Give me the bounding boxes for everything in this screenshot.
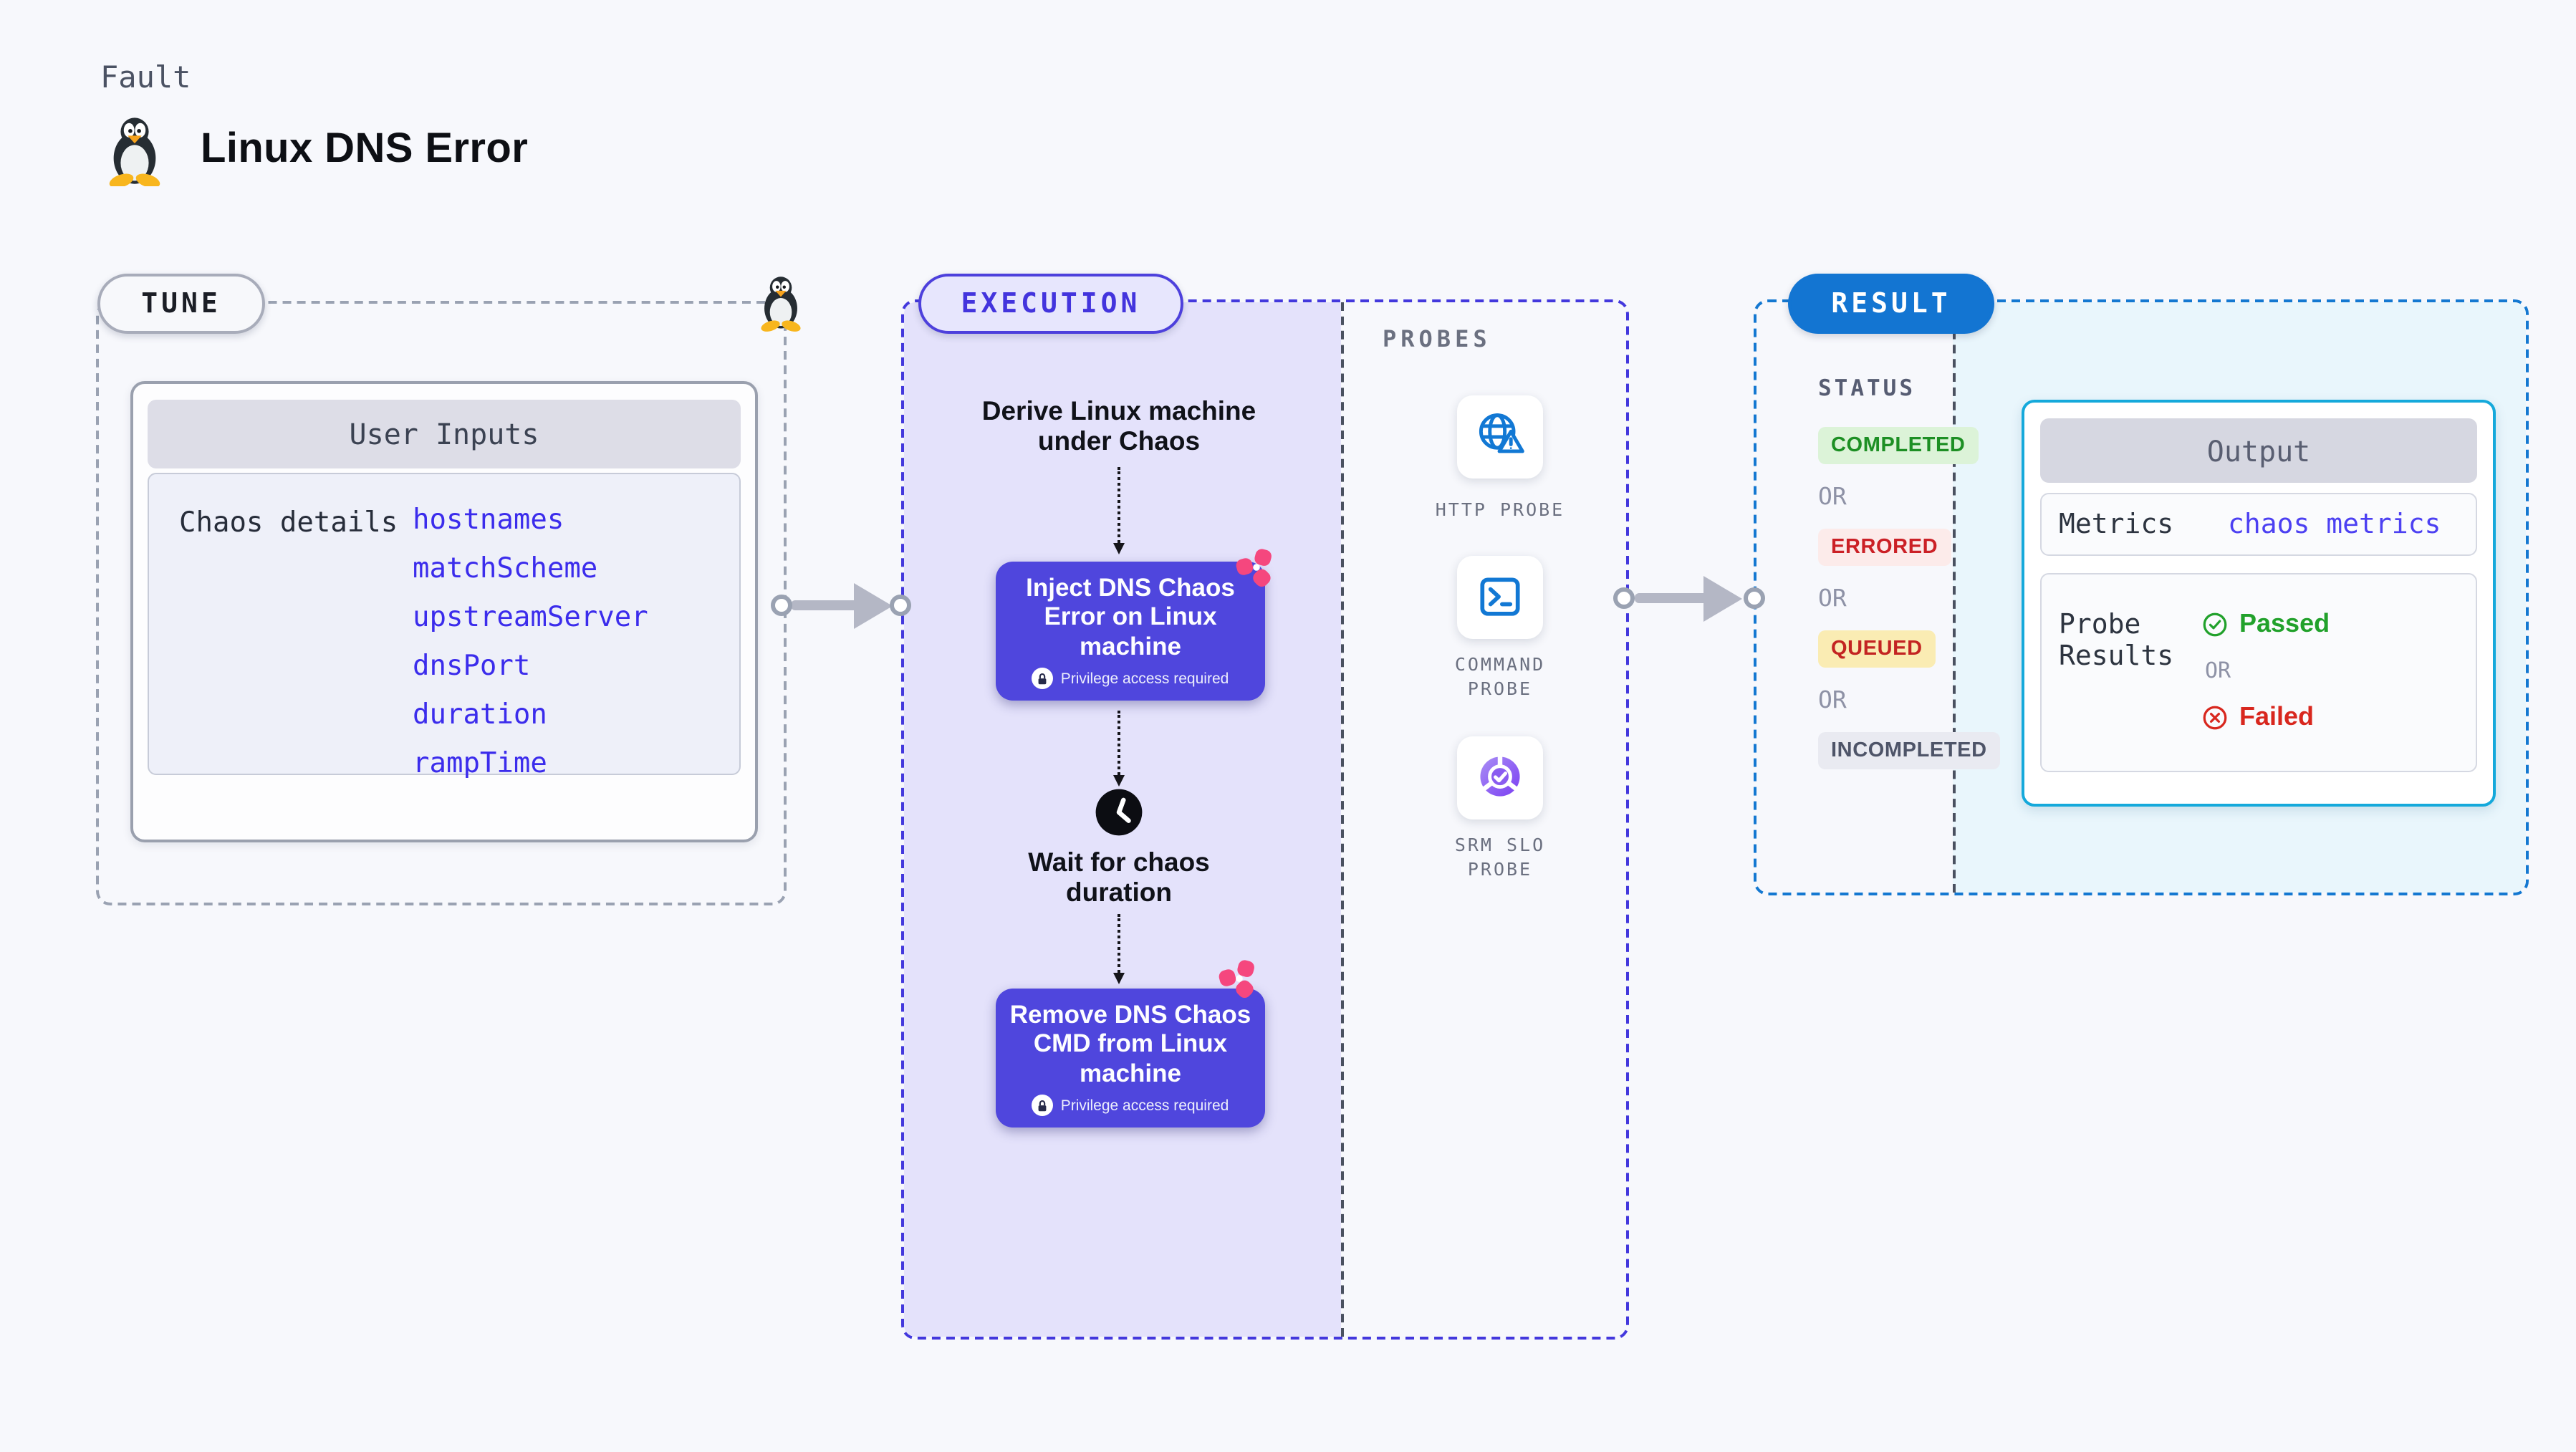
privilege-badge: Privilege access required — [1032, 668, 1229, 690]
http-probe-card[interactable] — [1457, 395, 1543, 479]
flow-arrow-down — [1113, 467, 1125, 554]
status-badge-incompleted: INCOMPLETED — [1818, 732, 2000, 769]
metrics-value-link[interactable]: chaos metrics — [2228, 509, 2441, 540]
page-title: Linux DNS Error — [201, 126, 529, 172]
execution-probes-divider — [1341, 302, 1344, 1337]
chaos-details-box: Chaos details hostnames matchScheme upst… — [148, 473, 741, 777]
probe-results-label: Probe Results — [2059, 609, 2174, 672]
node-inject-label: Inject DNS Chaos Error on Linux machine — [1026, 572, 1235, 660]
srm-slo-probe-label: SRM SLO PROBE — [1454, 834, 1546, 880]
status-output-divider — [1953, 302, 1956, 893]
flow-arrow-down — [1113, 914, 1125, 984]
command-probe-label: COMMAND PROBE — [1454, 653, 1546, 699]
input-link-hostnames[interactable]: hostnames — [413, 503, 564, 536]
chaos-pinwheel-icon — [1219, 960, 1254, 999]
globe-warning-icon — [1479, 413, 1524, 453]
arrow-tune-execution — [791, 600, 860, 610]
arrow-execution-result — [1635, 593, 1709, 603]
check-circle-icon — [2203, 612, 2227, 636]
tune-pill: TUNE — [97, 274, 265, 334]
privilege-badge-label: Privilege access required — [1060, 1097, 1229, 1115]
lock-icon — [1032, 668, 1054, 690]
probe-results-values: Passed OR Failed — [2202, 609, 2330, 732]
srm-slo-probe-card[interactable] — [1457, 736, 1543, 819]
connector-dot — [890, 595, 911, 616]
user-inputs-card: User Inputs Chaos details hostnames matc… — [130, 381, 758, 842]
status-list: COMPLETED OR ERRORED OR QUEUED OR INCOMP… — [1818, 427, 2000, 769]
or-label: OR — [1818, 585, 1847, 612]
flow-arrow-down — [1113, 711, 1125, 787]
input-link-ramptime[interactable]: rampTime — [413, 746, 547, 779]
metrics-row: Metrics chaos metrics — [2040, 493, 2477, 556]
status-badge-queued: QUEUED — [1818, 630, 1936, 668]
step-wait-duration: Wait for chaos duration — [1028, 847, 1210, 906]
privilege-badge-label: Privilege access required — [1060, 670, 1229, 688]
status-badge-errored: ERRORED — [1818, 529, 1951, 566]
failed-label: Failed — [2239, 702, 2315, 731]
passed-label: Passed — [2239, 609, 2330, 638]
fault-kicker: Fault — [100, 60, 191, 95]
or-label: OR — [1818, 483, 1847, 510]
probe-failed: Failed — [2202, 702, 2330, 732]
input-link-matchscheme[interactable]: matchScheme — [413, 552, 598, 585]
metrics-label: Metrics — [2059, 509, 2174, 540]
chaos-pinwheel-icon — [1236, 549, 1272, 587]
arrow-head — [854, 582, 893, 628]
output-header: Output — [2040, 418, 2477, 483]
execution-pill: EXECUTION — [918, 274, 1183, 334]
arrow-head — [1703, 575, 1742, 621]
privilege-badge: Privilege access required — [1032, 1095, 1229, 1117]
terminal-icon — [1480, 577, 1520, 616]
probes-label: PROBES — [1383, 325, 1491, 352]
linux-tux-icon — [109, 117, 160, 186]
connector-dot — [771, 595, 792, 616]
status-label: STATUS — [1818, 375, 1916, 401]
or-label: OR — [2205, 658, 2231, 683]
node-inject-dns-chaos[interactable]: Inject DNS Chaos Error on Linux machine … — [996, 562, 1265, 701]
x-circle-icon — [2203, 705, 2227, 729]
node-remove-label: Remove DNS Chaos CMD from Linux machine — [1009, 999, 1251, 1087]
lock-icon — [1032, 1095, 1054, 1117]
chaos-details-label: Chaos details — [179, 506, 398, 539]
connector-dot — [1744, 587, 1765, 609]
chaos-input-list: hostnames matchScheme upstreamServer dns… — [413, 506, 648, 777]
output-card: Output Metrics chaos metrics Probe Resul… — [2022, 400, 2496, 807]
linux-tux-small-icon — [761, 277, 801, 332]
command-probe-card[interactable] — [1457, 556, 1543, 639]
probe-results-row: Probe Results Passed OR Failed — [2040, 573, 2477, 772]
probe-passed: Passed — [2202, 609, 2330, 639]
input-link-upstreamserver[interactable]: upstreamServer — [413, 600, 648, 633]
slo-donut-check-icon — [1480, 754, 1520, 797]
clock-icon — [1095, 789, 1143, 836]
node-remove-dns-chaos[interactable]: Remove DNS Chaos CMD from Linux machine … — [996, 989, 1265, 1128]
result-pill: RESULT — [1788, 274, 1994, 334]
input-link-dnsport[interactable]: dnsPort — [413, 649, 531, 682]
user-inputs-header: User Inputs — [148, 400, 741, 468]
input-link-duration[interactable]: duration — [413, 698, 547, 731]
connector-dot — [1613, 587, 1635, 609]
status-badge-completed: COMPLETED — [1818, 427, 1979, 464]
step-derive-machine: Derive Linux machine under Chaos — [981, 395, 1256, 455]
http-probe-label: HTTP PROBE — [1435, 499, 1565, 520]
or-label: OR — [1818, 686, 1847, 713]
